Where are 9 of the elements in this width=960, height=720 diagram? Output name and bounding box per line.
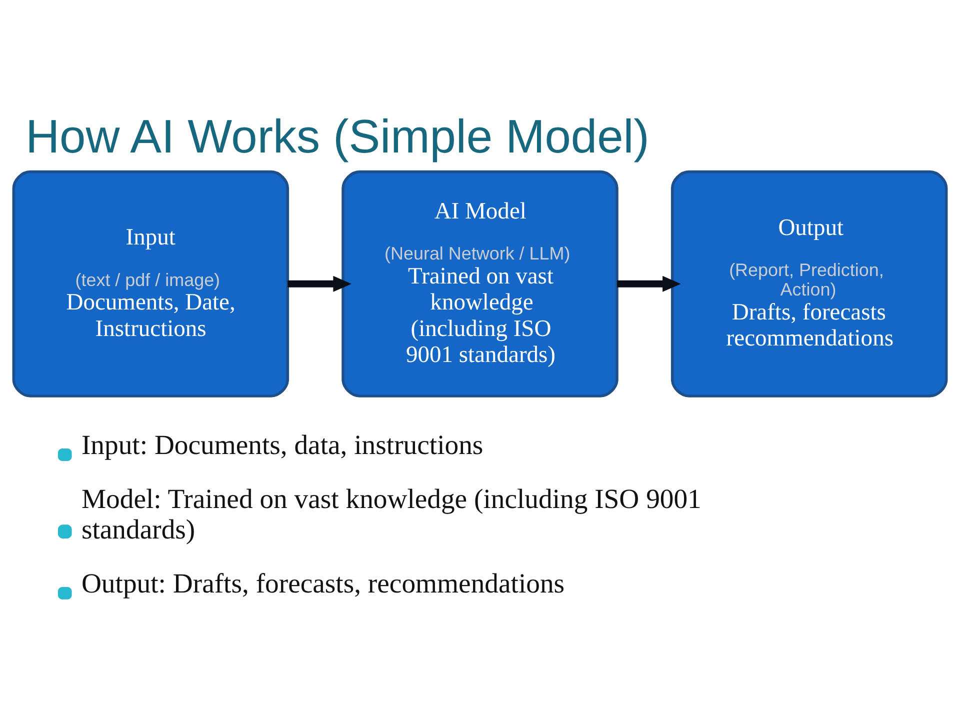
node-box: Output (Report, Prediction, Action) Drafts, forecasts recommendations (670, 170, 948, 398)
arrow (288, 276, 352, 292)
arrow (617, 276, 681, 292)
diagram-title: How AI Works (Simple Model) (26, 110, 650, 163)
label: Input: Documents, data, instructions (81, 429, 484, 460)
label: Output: Drafts, forecasts, recommendations (81, 567, 565, 598)
node-box: AI Model (Neural Network / LLM) Trained on vast knowledge (including ISO 9001 standards) (342, 170, 618, 398)
node-box: Input (text / pdf / image) Documents, Date, Instructions (12, 170, 290, 398)
label: Model: Trained on vast knowledge (including ISO 9001 standards) (81, 483, 702, 545)
